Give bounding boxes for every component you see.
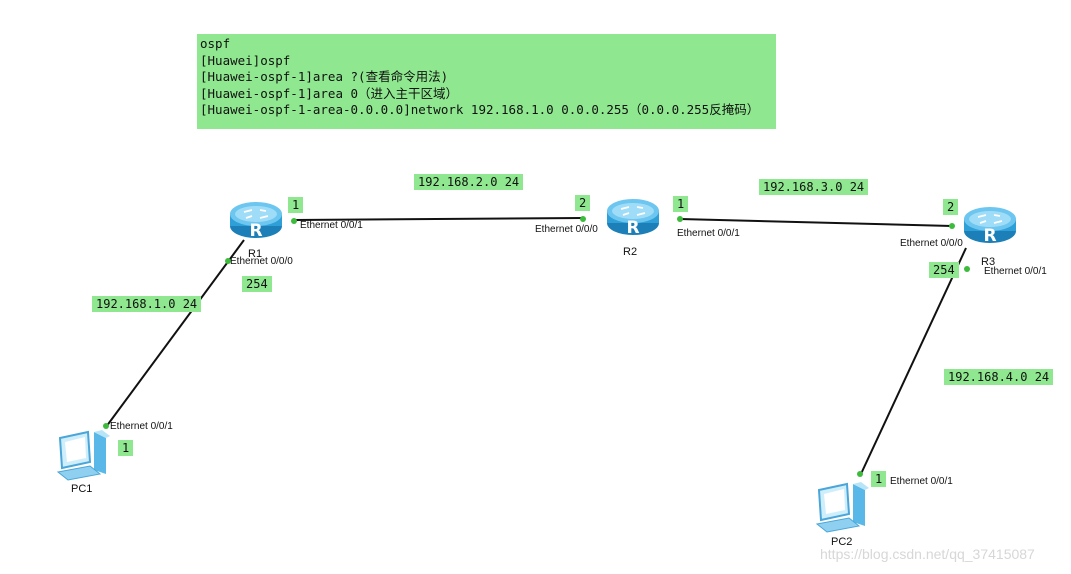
ospf-command-box: ospf [Huawei]ospf [Huawei-ospf-1]area ?(… xyxy=(197,34,776,129)
device-label-pc1: PC1 xyxy=(71,483,93,495)
command-line: [Huawei-ospf-1-area-0.0.0.0]network 192.… xyxy=(200,102,760,117)
port-dot xyxy=(677,216,683,222)
pc-icon[interactable] xyxy=(56,428,112,482)
link-r1-r2 xyxy=(293,217,584,221)
port-dot xyxy=(580,216,586,222)
device-label-r3: R3 xyxy=(981,256,996,268)
port-label: Ethernet 0/0/0 xyxy=(230,256,293,267)
host-address-label: 1 xyxy=(673,196,689,212)
command-line: [Huawei]ospf xyxy=(200,52,291,68)
network-label: 192.168.3.0 24 xyxy=(759,179,869,195)
router-icon[interactable]: R xyxy=(228,196,284,242)
port-label: Ethernet 0/0/1 xyxy=(984,266,1047,277)
port-label: Ethernet 0/0/1 xyxy=(890,476,953,487)
router-icon[interactable]: R xyxy=(605,193,661,239)
svg-text:R: R xyxy=(983,226,996,246)
host-address-label: 1 xyxy=(288,197,304,213)
port-dot xyxy=(964,266,970,272)
host-address-label: 1 xyxy=(118,440,134,456)
port-dot xyxy=(857,471,863,477)
device-label-pc2: PC2 xyxy=(831,536,853,548)
port-label: Ethernet 0/0/1 xyxy=(677,228,740,239)
network-label: 192.168.1.0 24 xyxy=(92,296,202,312)
port-label: Ethernet 0/0/1 xyxy=(300,220,363,231)
port-label: Ethernet 0/0/1 xyxy=(110,421,173,432)
port-dot xyxy=(225,258,231,264)
device-label-r2: R2 xyxy=(623,246,638,258)
host-address-label: 254 xyxy=(929,262,959,278)
port-label: Ethernet 0/0/0 xyxy=(900,238,963,249)
host-address-label: 2 xyxy=(943,199,959,215)
watermark: https://blog.csdn.net/qq_37415087 xyxy=(820,546,1035,562)
device-label-r1: R1 xyxy=(248,248,263,260)
link-r2-r3 xyxy=(679,218,953,227)
port-dot xyxy=(291,218,297,224)
command-line: [Huawei-ospf-1]area 0（进入主干区域） xyxy=(200,85,459,101)
pc-icon[interactable] xyxy=(815,480,871,534)
command-line: ospf xyxy=(200,36,231,51)
network-label: 192.168.2.0 24 xyxy=(414,174,524,190)
command-line: [Huawei-ospf-1]area ?(查看命令用法) xyxy=(200,69,449,84)
svg-text:R: R xyxy=(626,218,639,238)
host-address-label: 1 xyxy=(871,471,887,487)
port-dot xyxy=(949,223,955,229)
port-dot xyxy=(103,423,109,429)
port-label: Ethernet 0/0/0 xyxy=(535,224,598,235)
link-pc1-r1 xyxy=(105,239,245,428)
link-r3-pc2 xyxy=(859,247,967,477)
svg-text:R: R xyxy=(249,221,262,241)
network-label: 192.168.4.0 24 xyxy=(944,369,1054,385)
router-icon[interactable]: R xyxy=(962,201,1018,247)
host-address-label: 2 xyxy=(575,195,591,211)
host-address-label: 254 xyxy=(242,276,272,292)
